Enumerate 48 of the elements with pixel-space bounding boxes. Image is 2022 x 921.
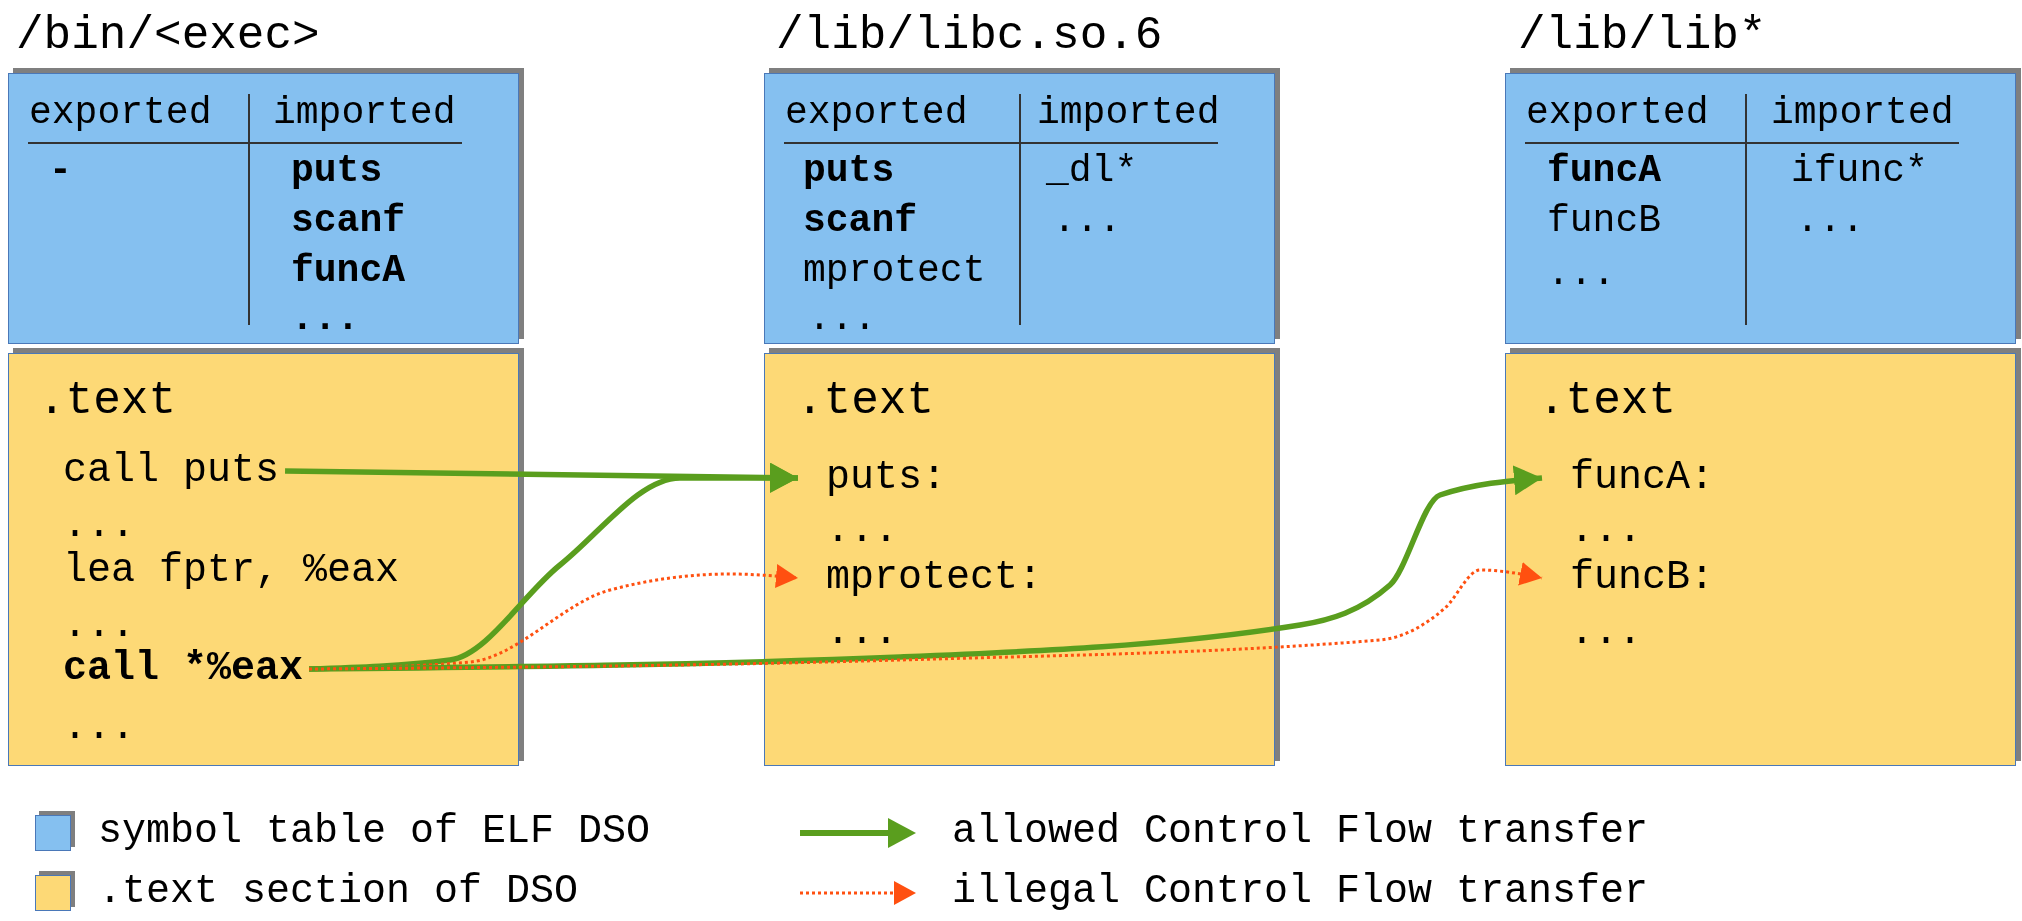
file-path-title: /lib/libc.so.6 [776,10,1163,62]
section-heading: .text [38,375,177,427]
symbol-name: ... [1053,200,1122,242]
file-path-title: /bin/<exec> [16,10,320,62]
code-line: mprotect: [798,556,1043,600]
legend-label: .text section of DSO [98,870,579,914]
legend-label: illegal Control Flow transfer [952,870,1649,914]
code-line: ... [826,509,898,553]
symbol-name: ... [1796,200,1865,242]
symbol-name: _dl* [1046,150,1138,192]
column-header: exported [1526,92,1709,134]
arrow [309,465,1543,672]
symbol-name: funcA [1547,150,1662,192]
code-line: ... [826,611,898,655]
column-header: exported [785,92,968,134]
dotted-arrow [309,562,1543,671]
code-line: ... [63,706,135,750]
section-heading: .text [796,375,935,427]
symbol-name: scanf [803,200,918,242]
symbol-name: ... [291,298,360,340]
code-line: lea fptr, %eax [63,549,400,593]
symbol-name: ifunc* [1791,150,1928,192]
code-line: ... [1570,611,1642,655]
symbol-name: mprotect [803,250,986,292]
file-path-title: /lib/lib* [1518,10,1767,62]
column-header: imported [273,92,456,134]
symbol-name: funcB [1547,200,1662,242]
code-line: ... [63,504,135,548]
symbol-name: - [49,150,72,192]
code-line: call *%eax [63,647,304,691]
code-line: funcA: [1542,456,1715,500]
symbol-name: scanf [291,200,406,242]
section-heading: .text [1538,375,1677,427]
column-header: imported [1771,92,1954,134]
code-line: funcB: [1542,556,1715,600]
column-header: imported [1037,92,1220,134]
legend-label: symbol table of ELF DSO [98,810,651,854]
symbol-name: puts [291,150,383,192]
code-line: call puts [63,449,280,493]
symbol-name: funcA [291,250,406,292]
code-line: puts: [798,456,947,500]
symbol-name: ... [808,298,877,340]
code-line: ... [1570,509,1642,553]
code-line: ... [63,604,135,648]
symbol-name: puts [803,150,895,192]
symbol-name: ... [1547,253,1616,295]
column-header: exported [29,92,212,134]
legend-label: allowed Control Flow transfer [952,810,1649,854]
